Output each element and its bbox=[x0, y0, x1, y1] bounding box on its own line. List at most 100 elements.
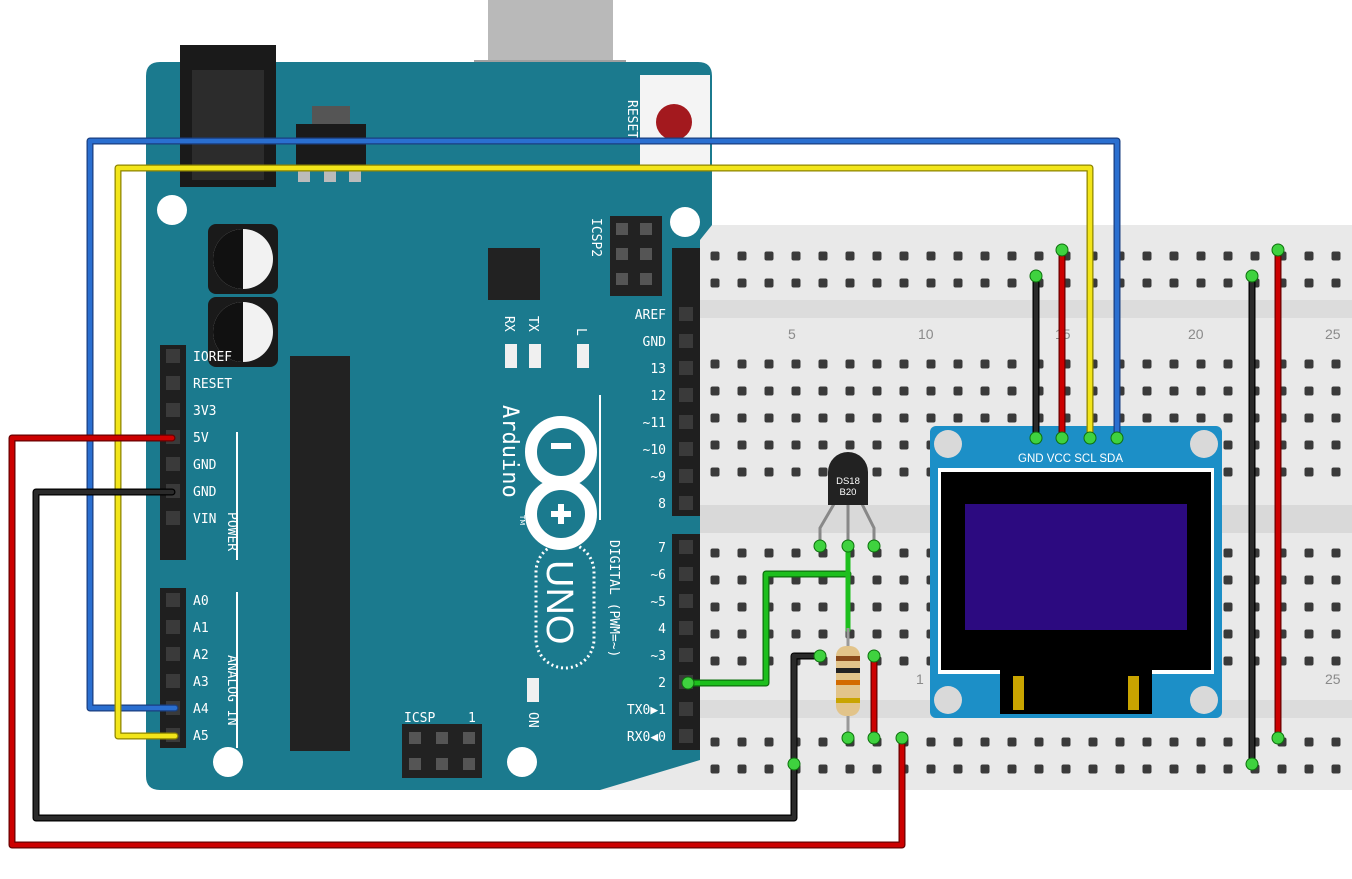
column-number-10: 10 bbox=[918, 326, 934, 342]
oled-display-module: GND VCC SCL SDA bbox=[930, 426, 1222, 718]
oled-ribbon bbox=[1000, 642, 1152, 714]
connected-hole bbox=[895, 731, 909, 745]
l-label: L bbox=[573, 328, 588, 336]
digital-pin[interactable] bbox=[679, 702, 693, 716]
connected-holes bbox=[681, 243, 1285, 771]
power-pin-label: IOREF bbox=[193, 350, 232, 365]
analog-pin[interactable] bbox=[166, 647, 180, 661]
column-number-25: 25 bbox=[1325, 326, 1341, 342]
connected-hole bbox=[1055, 243, 1069, 257]
digital-pin[interactable] bbox=[679, 469, 693, 483]
power-pin[interactable] bbox=[166, 403, 180, 417]
digital-pin-label: 7 bbox=[658, 541, 666, 556]
power-pin[interactable] bbox=[166, 511, 180, 525]
digital-pin[interactable] bbox=[679, 648, 693, 662]
column-number-1-bottom: 1 bbox=[916, 671, 924, 687]
digital-pin-label: ~11 bbox=[643, 416, 666, 431]
digital-pin[interactable] bbox=[679, 567, 693, 581]
rx-label: RX bbox=[501, 316, 516, 332]
analog-pin-label: A4 bbox=[193, 702, 209, 717]
atmega-microcontroller bbox=[290, 356, 350, 751]
pullup-resistor bbox=[836, 628, 860, 738]
icsp-label: ICSP bbox=[404, 711, 435, 726]
power-pin[interactable] bbox=[166, 457, 180, 471]
connected-hole bbox=[1029, 269, 1043, 283]
connected-hole bbox=[1245, 757, 1259, 771]
digital-pin[interactable] bbox=[679, 540, 693, 554]
connected-hole bbox=[867, 649, 881, 663]
connected-hole bbox=[1271, 243, 1285, 257]
digital-pin-label: GND bbox=[643, 335, 667, 350]
column-number-25-bottom: 25 bbox=[1325, 671, 1341, 687]
reset-button[interactable] bbox=[656, 104, 692, 140]
mounting-hole bbox=[507, 747, 537, 777]
digital-pin[interactable] bbox=[679, 361, 693, 375]
connected-hole bbox=[867, 731, 881, 745]
connected-hole bbox=[787, 757, 801, 771]
digital-pin-label: 12 bbox=[650, 389, 666, 404]
digital-pin[interactable] bbox=[679, 442, 693, 456]
power-pin[interactable] bbox=[166, 376, 180, 390]
trademark-text: TM bbox=[518, 514, 526, 525]
connected-hole bbox=[681, 676, 695, 690]
arduino-uno-board: RESET ICSP2 RX TX L bbox=[146, 0, 712, 790]
column-number-20: 20 bbox=[1188, 326, 1204, 342]
mounting-hole bbox=[1190, 430, 1218, 458]
digital-pin[interactable] bbox=[679, 388, 693, 402]
analog-pin-label: A2 bbox=[193, 648, 209, 663]
connected-hole bbox=[813, 539, 827, 553]
l-led bbox=[577, 344, 589, 368]
digital-pin[interactable] bbox=[679, 496, 693, 510]
connected-hole bbox=[1271, 731, 1285, 745]
digital-pin-label: RX0◀0 bbox=[627, 730, 666, 745]
digital-pin-label: ~9 bbox=[650, 470, 666, 485]
power-pin-label: GND bbox=[193, 458, 217, 473]
mounting-hole bbox=[934, 430, 962, 458]
reset-label: RESET bbox=[624, 100, 639, 139]
connected-hole bbox=[813, 649, 827, 663]
analog-pin[interactable] bbox=[166, 674, 180, 688]
digital-pin[interactable] bbox=[679, 307, 693, 321]
voltage-regulator bbox=[296, 124, 366, 168]
digital-pin-label: ~3 bbox=[650, 649, 666, 664]
digital-pin[interactable] bbox=[679, 621, 693, 635]
usb-interface-chip bbox=[488, 248, 540, 300]
digital-pin-label: ~10 bbox=[643, 443, 666, 458]
analog-pin[interactable] bbox=[166, 593, 180, 607]
oled-pin-labels: GND VCC SCL SDA bbox=[1018, 453, 1123, 465]
power-pin-label: 3V3 bbox=[193, 404, 216, 419]
digital-pin-label: 2 bbox=[658, 676, 666, 691]
digital-pin-label: ~5 bbox=[650, 595, 666, 610]
capacitor bbox=[208, 224, 278, 294]
digital-pin-label: ~6 bbox=[650, 568, 666, 583]
mounting-hole bbox=[670, 207, 700, 237]
power-pin[interactable] bbox=[166, 349, 180, 363]
mounting-hole bbox=[1190, 686, 1218, 714]
power-pin-label: VIN bbox=[193, 512, 216, 527]
on-led bbox=[527, 678, 539, 702]
connected-hole bbox=[867, 539, 881, 553]
tx-label: TX bbox=[525, 316, 540, 332]
column-number-5: 5 bbox=[788, 326, 796, 342]
digital-header-lower bbox=[672, 534, 700, 750]
digital-pin[interactable] bbox=[679, 729, 693, 743]
digital-pin[interactable] bbox=[679, 415, 693, 429]
sensor-label-line1: DS18 bbox=[836, 476, 860, 487]
connected-hole bbox=[1083, 431, 1097, 445]
uno-model-text: UNO bbox=[538, 560, 580, 644]
analog-pin-label: A0 bbox=[193, 594, 209, 609]
digital-pin-label: AREF bbox=[635, 308, 666, 323]
icsp-pin1-mark: 1 bbox=[468, 711, 476, 726]
digital-pin[interactable] bbox=[679, 334, 693, 348]
analog-pin[interactable] bbox=[166, 620, 180, 634]
icsp2-label: ICSP2 bbox=[588, 218, 603, 257]
connected-hole bbox=[1245, 269, 1259, 283]
tx-led bbox=[529, 344, 541, 368]
digital-pin[interactable] bbox=[679, 594, 693, 608]
digital-pin-label: TX0▶1 bbox=[627, 703, 666, 718]
board-pcb bbox=[146, 62, 712, 790]
digital-pin-label: 8 bbox=[658, 497, 666, 512]
analog-pin-label: A1 bbox=[193, 621, 209, 636]
power-pin-label: 5V bbox=[193, 431, 209, 446]
